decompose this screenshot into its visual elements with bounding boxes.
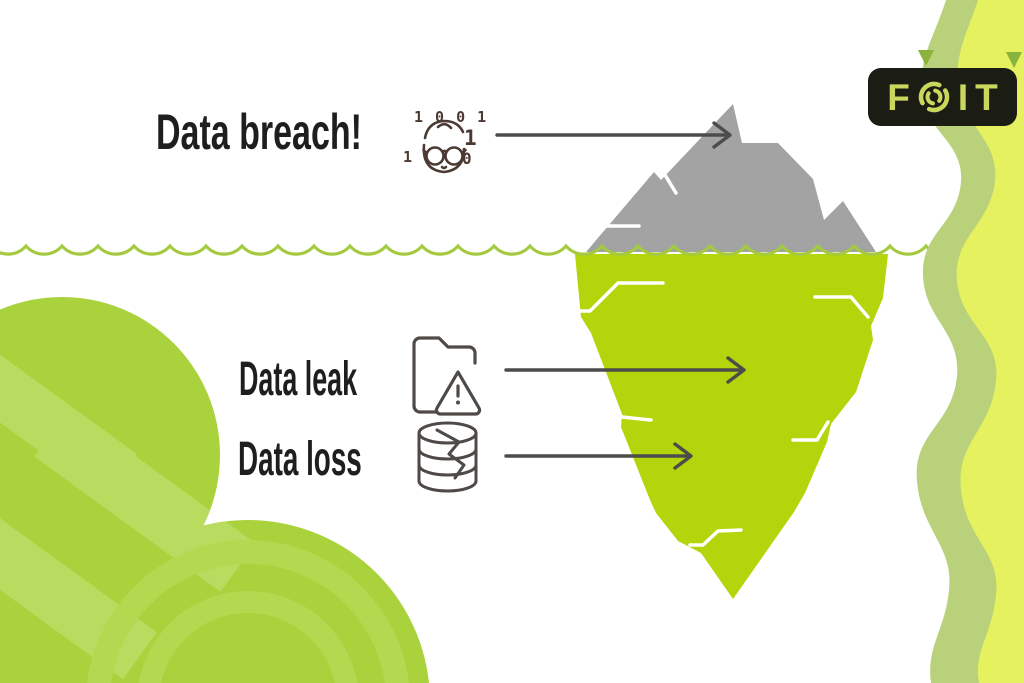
label-data-breach-text: Data breach!	[156, 104, 362, 160]
waterline	[0, 243, 1024, 256]
binary-digit-left: 1	[403, 148, 412, 166]
logo-cycle-o-icon	[918, 81, 950, 113]
binary-digit-right-bottom: 0	[462, 149, 472, 168]
hacker-binary-icon: 1 0 0 1 1 1 0	[403, 108, 488, 174]
logo-letter-t: T	[975, 76, 998, 118]
hacker-face	[422, 119, 467, 174]
small-triangle-decor	[1006, 52, 1022, 68]
iceberg-below-water	[575, 254, 888, 599]
label-data-loss: Data loss	[238, 436, 451, 484]
left-green-blob-decor	[0, 297, 429, 683]
arrow-data-loss	[504, 442, 693, 470]
foit-logo: F I T	[868, 68, 1017, 126]
label-data-loss-text: Data loss	[238, 433, 362, 486]
arrow-data-breach	[495, 121, 732, 149]
label-data-leak-text: Data leak	[239, 353, 358, 406]
folder-alert-icon	[412, 336, 482, 416]
binary-digits-top: 1 0 0 1	[414, 108, 488, 126]
logo-letter-f: F	[887, 76, 910, 118]
label-data-breach: Data breach!	[156, 107, 459, 157]
arrow-data-leak	[504, 356, 746, 384]
right-green-bands-decor	[916, 0, 1024, 683]
binary-digit-right-top: 1	[464, 126, 477, 150]
warning-exclamation-dot	[456, 400, 460, 405]
crack-line	[435, 428, 466, 480]
database-crack-icon	[417, 421, 478, 493]
small-triangle-decor	[918, 50, 934, 66]
logo-letter-i: I	[957, 76, 969, 118]
label-data-leak: Data leak	[239, 356, 450, 404]
iceberg-above-water	[586, 104, 876, 252]
